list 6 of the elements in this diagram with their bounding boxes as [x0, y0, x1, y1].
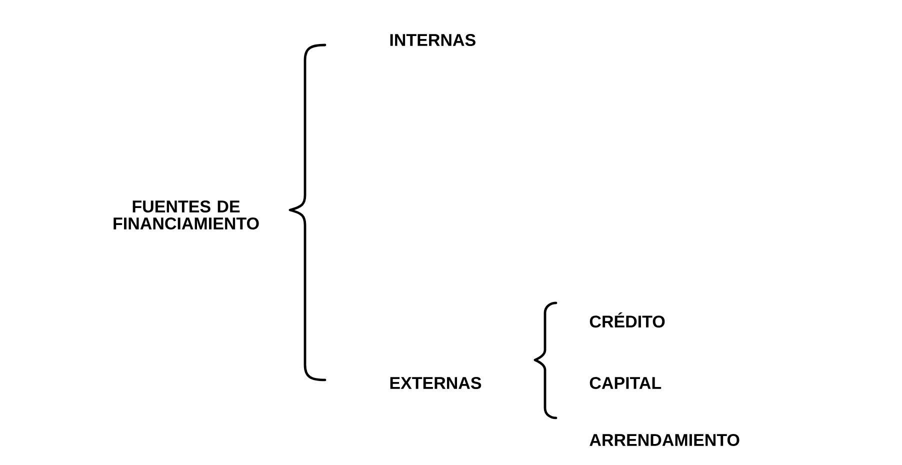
category-label: INTERNAS	[390, 34, 476, 46]
category-label: FUENTES DE FINANCIAMIENTO	[114, 200, 259, 230]
category-label: CRÉDITO	[590, 312, 665, 328]
category-label: EXTERNAS	[390, 376, 482, 389]
category-label: ARRENDAMIENTO	[590, 434, 740, 446]
category-label: CAPITAL	[590, 376, 662, 389]
